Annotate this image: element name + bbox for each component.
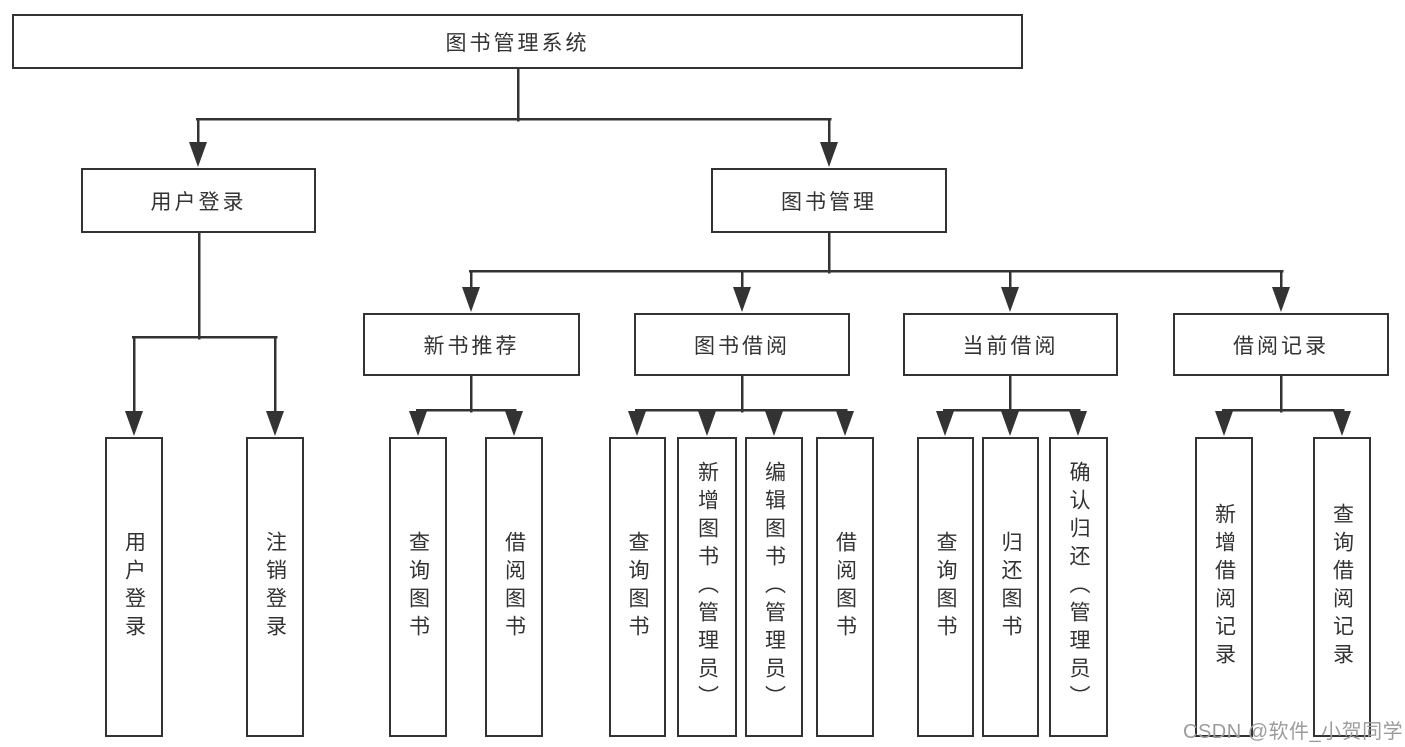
- node-query-books-current: 查询图书: [917, 437, 974, 737]
- node-current-borrowing: 当前借阅: [903, 313, 1118, 376]
- node-system-root: 图书管理系统: [12, 14, 1023, 69]
- node-query-books-borrowing: 查询图书: [609, 437, 666, 737]
- node-borrow-books-recommend: 借阅图书: [485, 437, 543, 737]
- node-add-books-admin: 新增图书（管理员）: [677, 437, 737, 737]
- node-add-borrow-record: 新增借阅记录: [1195, 437, 1253, 737]
- node-book-management: 图书管理: [711, 168, 947, 233]
- node-user-login-leaf: 用户登录: [105, 437, 163, 737]
- node-user-login: 用户登录: [81, 168, 316, 233]
- node-borrow-books-leaf: 借阅图书: [816, 437, 874, 737]
- node-new-book-recommendation: 新书推荐: [363, 313, 580, 376]
- node-borrowing-records: 借阅记录: [1173, 313, 1389, 376]
- watermark-text: CSDN @软件_小贺同学: [1183, 721, 1404, 743]
- node-confirm-return-admin: 确认归还（管理员）: [1049, 437, 1108, 737]
- node-query-borrow-record: 查询借阅记录: [1313, 437, 1371, 737]
- node-book-borrowing: 图书借阅: [634, 313, 850, 376]
- node-edit-books-admin: 编辑图书（管理员）: [745, 437, 803, 737]
- node-return-books: 归还图书: [982, 437, 1039, 737]
- node-query-books-recommend: 查询图书: [389, 437, 447, 737]
- node-logout-leaf: 注销登录: [246, 437, 304, 737]
